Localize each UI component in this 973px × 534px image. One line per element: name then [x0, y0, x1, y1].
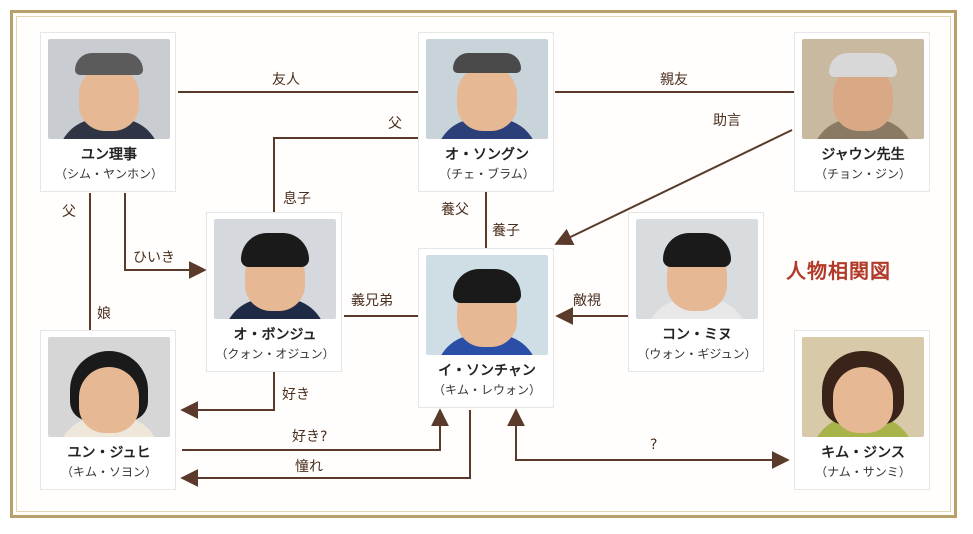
actor-oh: （チェ・ブラム） [439, 167, 535, 181]
portrait-juhi [48, 337, 170, 437]
line-likes [180, 372, 275, 419]
diagram-inner-border [16, 16, 951, 512]
line-likes-q [182, 408, 449, 451]
portrait-isun [426, 255, 548, 355]
name-oh: オ・ソングン [445, 147, 529, 163]
label-admire: 憧れ [295, 459, 323, 475]
label-father-top: 父 [388, 116, 402, 132]
name-isun: イ・ソンチャン [438, 363, 536, 379]
label-son: 息子 [283, 191, 311, 207]
card-jins: キム・ジンス （ナム・サンミ） [794, 330, 930, 490]
line-favor [124, 193, 207, 279]
name-yun: ユン理事 [81, 147, 137, 163]
card-oh: オ・ソングン （チェ・ブラム） [418, 32, 554, 192]
name-jins: キム・ジンス [821, 445, 905, 461]
portrait-kon [636, 219, 758, 319]
card-jayun: ジャウン先生 （チョン・ジン） [794, 32, 930, 192]
label-question: ? [650, 437, 658, 453]
portrait-yun [48, 39, 170, 139]
actor-isun: （キム・レウォン） [432, 383, 541, 397]
diagram-title: 人物相関図 [786, 259, 891, 283]
label-friend: 友人 [272, 72, 300, 88]
name-jayun: ジャウン先生 [821, 147, 905, 163]
actor-jins: （ナム・サンミ） [815, 465, 911, 479]
card-juhi: ユン・ジュヒ （キム・ソヨン） [40, 330, 176, 490]
card-kon: コン・ミヌ （ウォン・ギジュン） [628, 212, 764, 372]
label-favor: ひいき [133, 250, 175, 266]
card-isun: イ・ソンチャン （キム・レウォン） [418, 248, 554, 408]
line-father-son [273, 137, 418, 212]
actor-jayun: （チョン・ジン） [814, 167, 911, 181]
label-likes: 好き [282, 387, 310, 403]
line-admire [180, 410, 471, 487]
label-advice: 助言 [713, 113, 741, 129]
portrait-oh [426, 39, 548, 139]
card-yun: ユン理事 （シム・ヤンホン） [40, 32, 176, 192]
label-hostility: 敵視 [573, 293, 601, 309]
label-foster-son: 養子 [492, 223, 520, 239]
label-father-left: 父 [62, 204, 76, 220]
label-daughter: 娘 [97, 306, 111, 322]
portrait-jayun [802, 39, 924, 139]
name-juhi: ユン・ジュヒ [67, 445, 151, 461]
label-likes-q: 好き? [292, 429, 328, 445]
name-kon: コン・ミヌ [662, 327, 732, 343]
actor-yun: （シム・ヤンホン） [54, 167, 163, 181]
actor-kon: （ウォン・ギジュン） [637, 347, 757, 361]
label-best-friend: 親友 [660, 72, 688, 88]
portrait-bong [214, 219, 336, 319]
actor-bong: （クォン・オジュン） [215, 347, 335, 361]
label-foster-father: 養父 [441, 202, 469, 218]
portrait-jins [802, 337, 924, 437]
label-sworn-brother: 義兄弟 [351, 293, 393, 309]
line-advice [554, 129, 793, 246]
line-question [507, 408, 790, 469]
name-bong: オ・ボンジュ [233, 327, 317, 343]
actor-juhi: （キム・ソヨン） [60, 465, 157, 479]
card-bong: オ・ボンジュ （クォン・オジュン） [206, 212, 342, 372]
